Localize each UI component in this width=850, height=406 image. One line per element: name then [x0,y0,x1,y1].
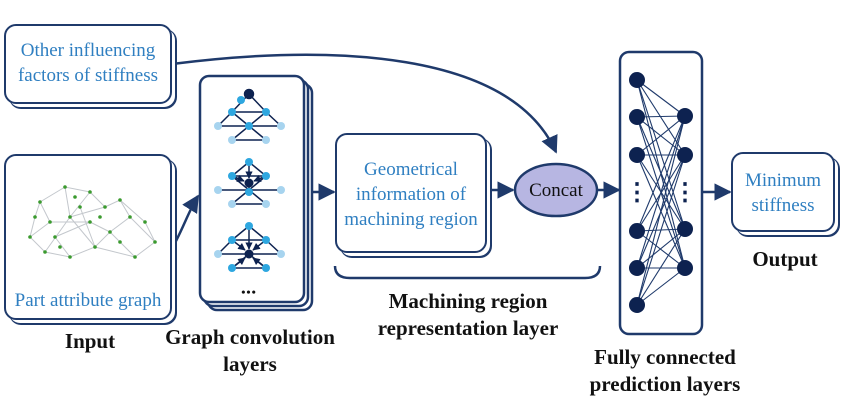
caption-graph-conv-line-1: Graph convolution [165,325,335,349]
caption-machining-line-2: representation layer [377,316,559,340]
other-factors-box: Other influencing factors of stiffness [4,24,172,104]
fc-edges [636,79,686,306]
geometrical-line-1: Geometrical [364,159,458,180]
concat-label: Concat [529,180,584,201]
caption-fc-line-1: Fully connected [594,345,736,369]
other-factors-line-2: factors of stiffness [17,65,158,86]
fc-vdots-right: ⋮ [673,180,697,206]
gcn-ellipsis: ••• [241,285,257,299]
input-graph-box: Part attribute graph [4,154,172,320]
input-graph-label: Part attribute graph [14,290,162,311]
machining-brace [333,265,602,280]
output-line-1: Minimum [744,170,821,191]
geometrical-box: Geometrical information of machining reg… [335,133,487,253]
caption-graph-conv-line-2: layers [223,352,277,376]
concat-node [513,162,599,218]
output-line-2: stiffness [751,195,815,216]
output-box: Minimum stiffness [731,152,835,232]
caption-machining: Machining region representation layer [350,288,586,342]
gcn-graph-3 [214,222,285,272]
other-factors-line-1: Other influencing [20,40,156,61]
caption-graph-conv: Graph convolution layers [150,324,350,378]
caption-fc-line-2: prediction layers [589,372,741,396]
caption-fully-connected: Fully connected prediction layers [570,344,760,398]
arrow-input-to-gcn [168,194,200,253]
geometrical-line-2: information of [355,184,467,205]
fc-vdots-left: ⋮ [625,180,649,206]
caption-machining-line-1: Machining region [388,289,548,313]
caption-output: Output [752,247,818,271]
gcn-graph-1 [214,88,285,144]
fc-nodes [629,72,693,313]
caption-input: Input [64,329,116,353]
part-graph-image [28,185,157,259]
arrow-factors-to-concat [171,53,558,154]
gcn-graph-2 [214,158,285,208]
geometrical-line-3: machining region [344,209,478,230]
